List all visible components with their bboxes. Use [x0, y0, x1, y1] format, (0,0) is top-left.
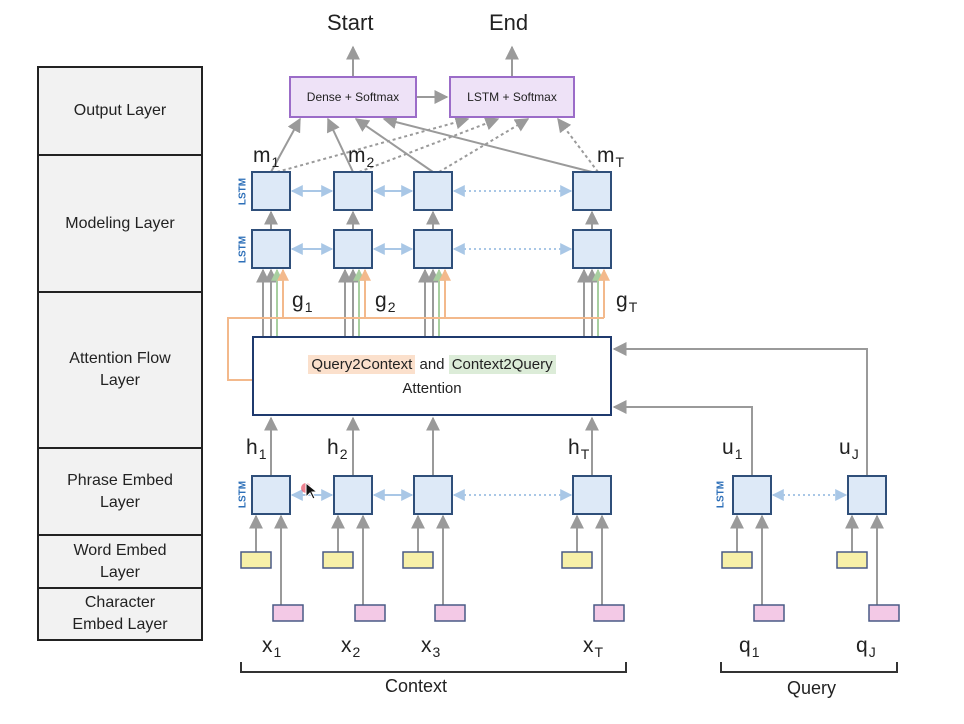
lstm-softmax-label: LSTM + Softmax	[467, 90, 557, 104]
attention-flow-box: Query2Context and Context2Query Attentio…	[252, 336, 612, 416]
orange-feedback-line	[227, 317, 604, 381]
m1-label: m1	[253, 144, 280, 170]
m-to-lstmsoftmax-arrow-2	[438, 118, 530, 173]
dense-softmax-label: Dense + Softmax	[306, 90, 400, 104]
query-lstm-cell-0	[732, 475, 772, 515]
x3-label: x3	[421, 634, 441, 660]
layer-attention-flow: Attention Flow Layer	[37, 291, 203, 449]
mouse-pointer-icon	[305, 482, 319, 500]
m2-label: m2	[348, 144, 375, 170]
word-embed-box-5	[836, 551, 868, 569]
query-brace	[720, 662, 898, 673]
m-to-lstmsoftmax-arrow-1	[358, 116, 500, 173]
word-embed-box-4	[721, 551, 753, 569]
dense-softmax-box	[289, 76, 417, 118]
query-group-label: Query	[787, 678, 837, 698]
modeling-lstm-cell-r0-c0	[251, 171, 291, 211]
modeling-lstm-cell-r1-c3	[572, 229, 612, 269]
m-to-lstmsoftmax-arrow-3	[557, 117, 599, 173]
m-to-dense-arrow-1	[327, 117, 354, 173]
g2-label: g2	[375, 289, 396, 315]
phrase-lstm-tag: LSTM	[237, 480, 249, 509]
char-embed-box-5	[868, 604, 900, 622]
context2query-label: Context2Query	[448, 355, 556, 374]
mT-label: mT	[597, 144, 625, 170]
word-embed-box-0	[240, 551, 272, 569]
lstm-softmax-box	[449, 76, 575, 118]
modeling-lstm-cell-r1-c2	[413, 229, 453, 269]
q1-label: q1	[739, 634, 760, 660]
query2context-label: Query2Context	[308, 355, 416, 374]
u1-label: u1	[722, 436, 743, 462]
context-group-label: Context	[385, 676, 448, 696]
phrase-lstm-cell-0	[251, 475, 291, 515]
end-label: End	[489, 10, 529, 35]
phrase-lstm-cell-2	[413, 475, 453, 515]
layer-modeling: Modeling Layer	[37, 154, 203, 293]
layer-phrase-embed: Phrase Embed Layer	[37, 447, 203, 536]
uJ-label: uJ	[839, 436, 859, 462]
context-brace	[240, 662, 627, 673]
x1-label: x1	[262, 634, 282, 660]
m-to-dense-arrow-0	[270, 117, 301, 173]
modeling-lstm-cell-r1-c0	[251, 229, 291, 269]
modeling-lstm1-tag: LSTM	[237, 177, 249, 206]
modeling-lstm-cell-r0-c2	[413, 171, 453, 211]
word-embed-box-1	[322, 551, 354, 569]
gT-label: gT	[616, 289, 638, 315]
char-embed-box-0	[272, 604, 304, 622]
word-embed-box-2	[402, 551, 434, 569]
m-to-dense-arrow-2	[354, 118, 434, 173]
char-embed-box-4	[753, 604, 785, 622]
u1-to-attention-line	[612, 400, 753, 476]
char-embed-box-2	[434, 604, 466, 622]
char-embed-box-1	[354, 604, 386, 622]
modeling-lstm-cell-r1-c1	[333, 229, 373, 269]
modeling-lstm-cell-r0-c1	[333, 171, 373, 211]
uJ-to-attention-line	[612, 342, 868, 476]
g1-label: g1	[292, 289, 313, 315]
phrase-lstm-cell-1	[333, 475, 373, 515]
h1-label: h1	[246, 436, 267, 462]
query-lstm-tag: LSTM	[715, 480, 727, 509]
modeling-lstm-cell-r0-c3	[572, 171, 612, 211]
xT-label: xT	[583, 634, 604, 660]
qJ-label: qJ	[856, 634, 876, 660]
phrase-lstm-cell-3	[572, 475, 612, 515]
query-lstm-cell-1	[847, 475, 887, 515]
start-label: Start	[327, 10, 374, 35]
word-embed-box-3	[561, 551, 593, 569]
attention-and-label: and	[419, 356, 445, 373]
h2-label: h2	[327, 436, 348, 462]
m-to-dense-arrow-3	[382, 115, 593, 173]
char-embed-box-3	[593, 604, 625, 622]
x2-label: x2	[341, 634, 361, 660]
hT-label: hT	[568, 436, 590, 462]
layer-character-embed: Character Embed Layer	[37, 587, 203, 641]
layer-output: Output Layer	[37, 66, 203, 156]
modeling-lstm2-tag: LSTM	[237, 235, 249, 264]
attention-label: Attention	[402, 380, 462, 397]
